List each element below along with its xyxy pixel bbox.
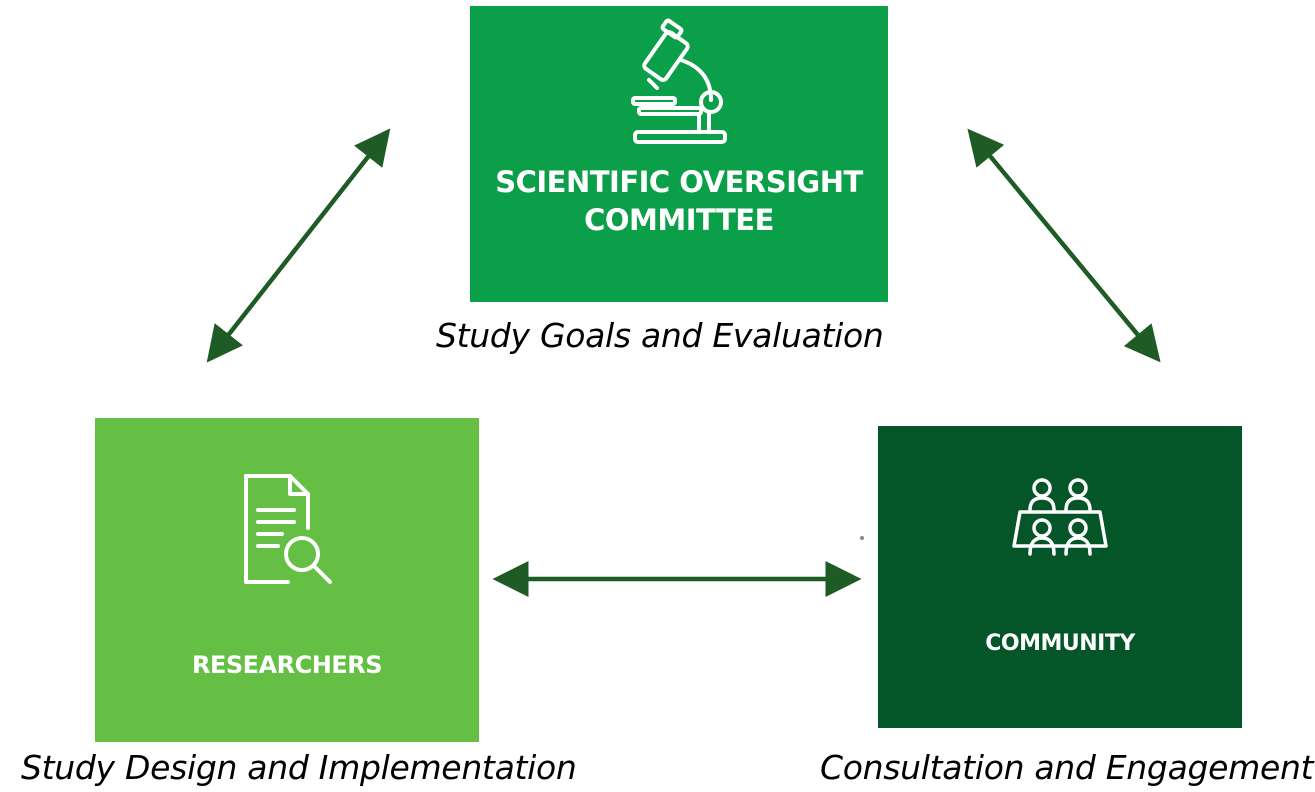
- arrow-scientific-community: [967, 128, 1161, 363]
- researchers-caption: Study Design and Implementation: [21, 748, 577, 787]
- meeting-table-icon: [1010, 476, 1110, 571]
- scientific-oversight-title: SCIENTIFIC OVERSIGHT COMMITTEE: [495, 165, 863, 237]
- community-box: COMMUNITY: [878, 426, 1242, 728]
- researchers-box: RESEARCHERS: [95, 418, 479, 742]
- community-caption: Consultation and Engagement: [820, 748, 1314, 787]
- microscope-icon: [619, 14, 739, 149]
- researchers-title: RESEARCHERS: [192, 651, 382, 679]
- scientific-oversight-box: SCIENTIFIC OVERSIGHT COMMITTEE: [470, 6, 888, 302]
- arrow-researchers-scientific: [206, 128, 391, 363]
- document-search-icon: [232, 470, 342, 595]
- stray-dot: [860, 536, 864, 540]
- scientific-caption: Study Goals and Evaluation: [436, 316, 884, 355]
- community-title: COMMUNITY: [985, 631, 1135, 656]
